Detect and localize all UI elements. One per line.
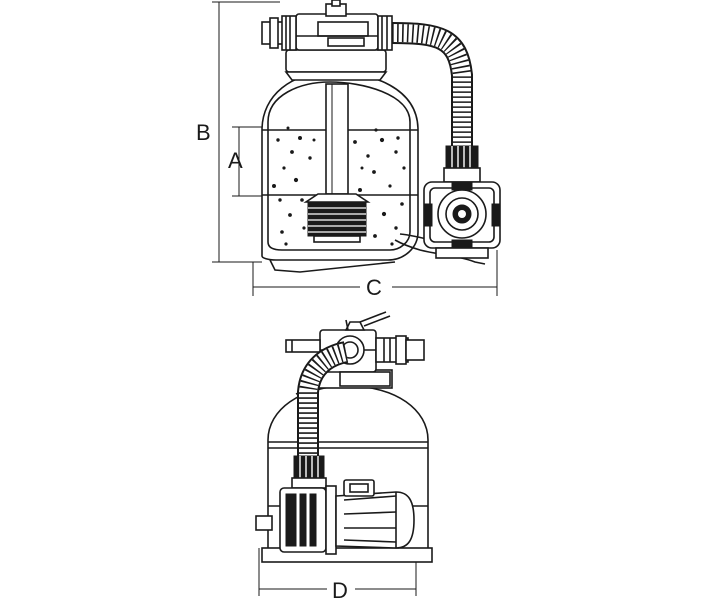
dimension-label-a: A <box>228 148 243 173</box>
flex-hose-front <box>297 341 349 458</box>
sand-fill <box>272 126 406 246</box>
hose-union <box>443 145 481 183</box>
standpipe <box>325 83 349 195</box>
flex-hose <box>391 22 473 150</box>
hose-union-front <box>291 455 327 489</box>
dimension-label-d: D <box>332 578 348 600</box>
side-view: B A C <box>196 0 501 300</box>
dimension-b: B <box>196 1 280 263</box>
dimension-label-b: B <box>196 120 211 145</box>
strainer-basket <box>303 193 371 243</box>
pump <box>423 181 501 259</box>
front-view: D <box>255 311 433 600</box>
dimension-label-c: C <box>366 275 382 300</box>
multiport-valve <box>261 0 393 81</box>
pump-motor-front <box>279 479 415 555</box>
dimension-c: C <box>252 250 498 300</box>
